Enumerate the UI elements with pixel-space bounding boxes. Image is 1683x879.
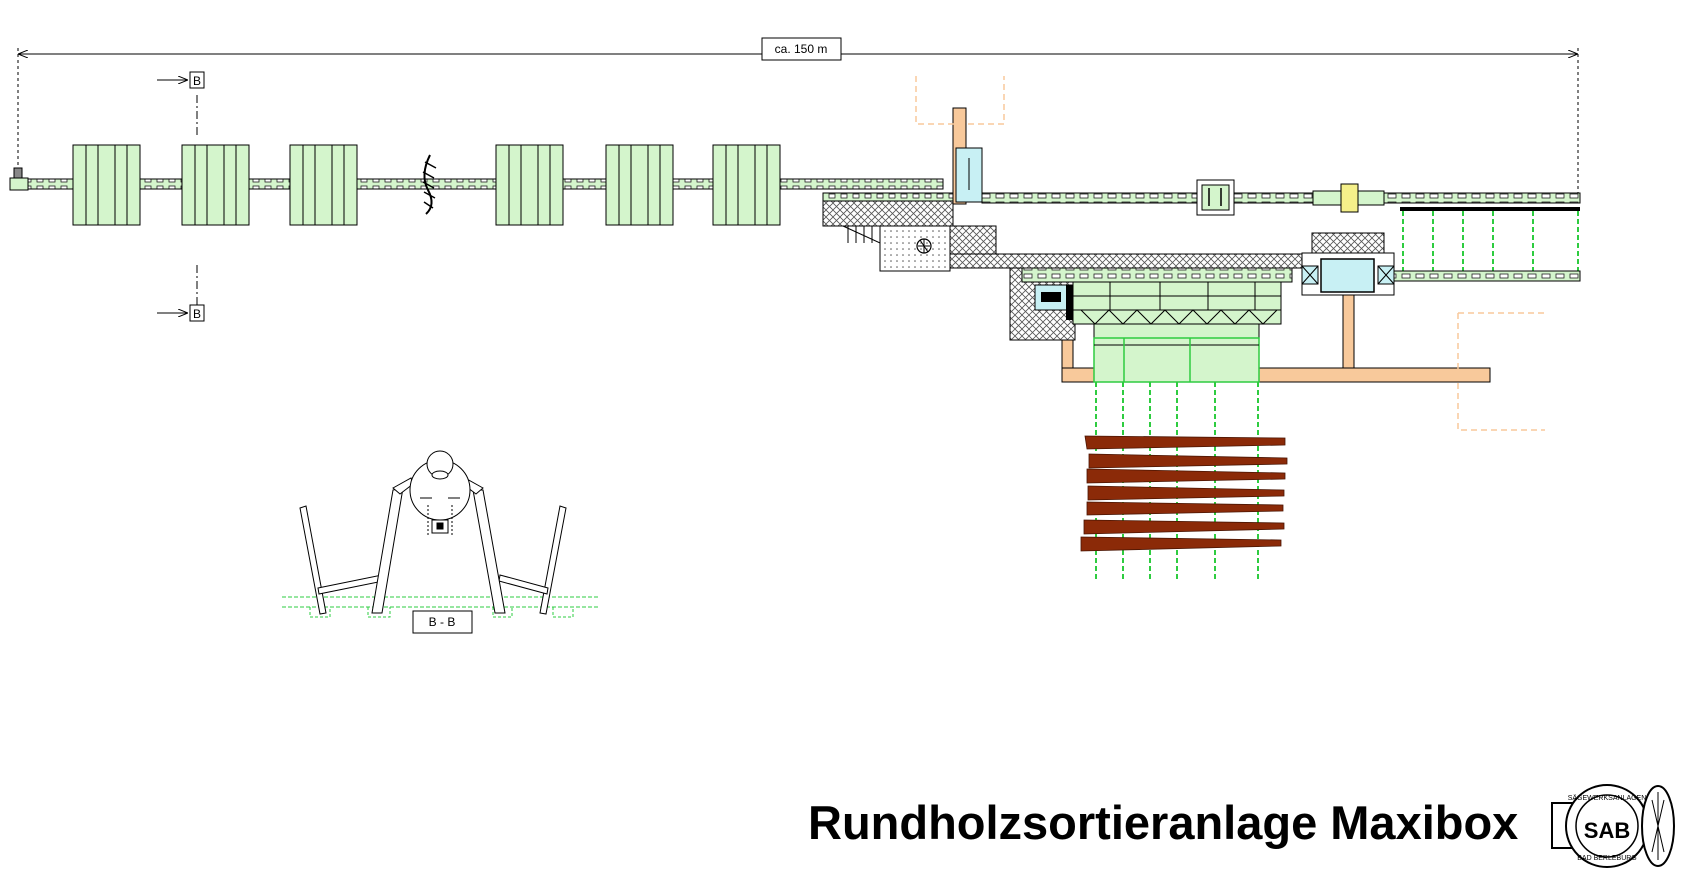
- svg-text:B - B: B - B: [429, 615, 456, 629]
- log-deck-3: [289, 144, 358, 226]
- discharge-housing: [1009, 267, 1293, 341]
- measuring-portal: [915, 76, 1005, 205]
- upper-right-conveyor: [981, 179, 1581, 216]
- section-bb-label: B - B: [412, 610, 473, 634]
- section-marker-top: B: [157, 71, 205, 135]
- log-deck-6: [712, 144, 781, 226]
- svg-text:B: B: [193, 307, 201, 321]
- sab-logo: SAB SÄGEWERKSANLAGEN BAD BERLEBURG: [1551, 784, 1675, 868]
- log-deck-2: [181, 144, 250, 226]
- break-symbol: [422, 154, 437, 215]
- section-bb-view: [282, 450, 600, 618]
- right-machine: [1301, 232, 1581, 369]
- drawing-title: Rundholzsortieranlage Maxibox: [808, 796, 1519, 849]
- logo-main-text: SAB: [1584, 818, 1630, 843]
- sorting-boxes: [1072, 281, 1282, 383]
- section-marker-bottom: B: [157, 265, 205, 322]
- log-deck-1: [72, 144, 141, 226]
- dimension-label: ca. 150 m: [775, 42, 828, 56]
- right-chain-transfers: [1402, 211, 1579, 272]
- log-deck-5: [605, 144, 674, 226]
- overall-dimension: ca. 150 m: [17, 37, 1579, 195]
- svg-text:B: B: [193, 74, 201, 88]
- sorted-logs: [1080, 435, 1288, 552]
- logo-ring-bottom: BAD BERLEBURG: [1577, 855, 1637, 862]
- log-deck-4: [495, 144, 564, 226]
- gear-icon: [916, 238, 932, 254]
- logo-ring-top: SÄGEWERKSANLAGEN: [1568, 794, 1647, 802]
- infeed-conveyor: [9, 144, 944, 226]
